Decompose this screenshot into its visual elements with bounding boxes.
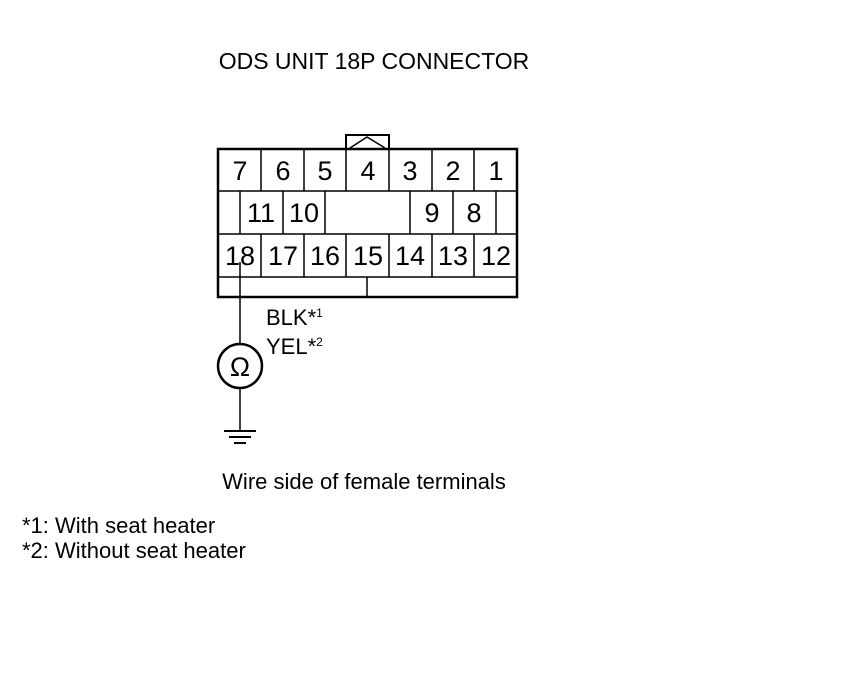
- terminal-2: 2: [445, 156, 460, 186]
- ground-icon: [224, 430, 256, 444]
- terminal-15: 15: [353, 241, 383, 271]
- footnote-2: *2: Without seat heater: [22, 538, 246, 563]
- terminal-4: 4: [360, 156, 375, 186]
- terminal-9: 9: [424, 198, 439, 228]
- view-caption: Wire side of female terminals: [222, 469, 506, 494]
- terminal-10: 10: [289, 198, 319, 228]
- footnote-1: *1: With seat heater: [22, 513, 216, 538]
- terminal-11: 11: [247, 198, 275, 228]
- bottom-row-terminals: 18 17 16 15 14 13 12: [225, 241, 511, 271]
- terminal-5: 5: [317, 156, 332, 186]
- terminal-1: 1: [488, 156, 503, 186]
- connector-lock-tab: [345, 134, 390, 150]
- ohmmeter-icon: Ω: [216, 342, 264, 390]
- top-row-terminals: 7 6 5 4 3 2 1: [232, 156, 503, 186]
- terminal-13: 13: [438, 241, 468, 271]
- terminal-3: 3: [402, 156, 417, 186]
- terminal-17: 17: [268, 241, 298, 271]
- terminal-8: 8: [466, 198, 481, 228]
- terminal-12: 12: [481, 241, 511, 271]
- terminal-6: 6: [275, 156, 290, 186]
- wire-color-blk: BLK*1: [266, 305, 323, 330]
- ohm-symbol: Ω: [230, 352, 250, 382]
- middle-row-terminals: 11 10 9 8: [247, 198, 482, 228]
- connector-title: ODS UNIT 18P CONNECTOR: [219, 48, 530, 74]
- terminal-16: 16: [310, 241, 340, 271]
- connector-body: [216, 147, 519, 299]
- wire-color-yel: YEL*2: [266, 334, 323, 359]
- terminal-14: 14: [395, 241, 425, 271]
- terminal-7: 7: [232, 156, 247, 186]
